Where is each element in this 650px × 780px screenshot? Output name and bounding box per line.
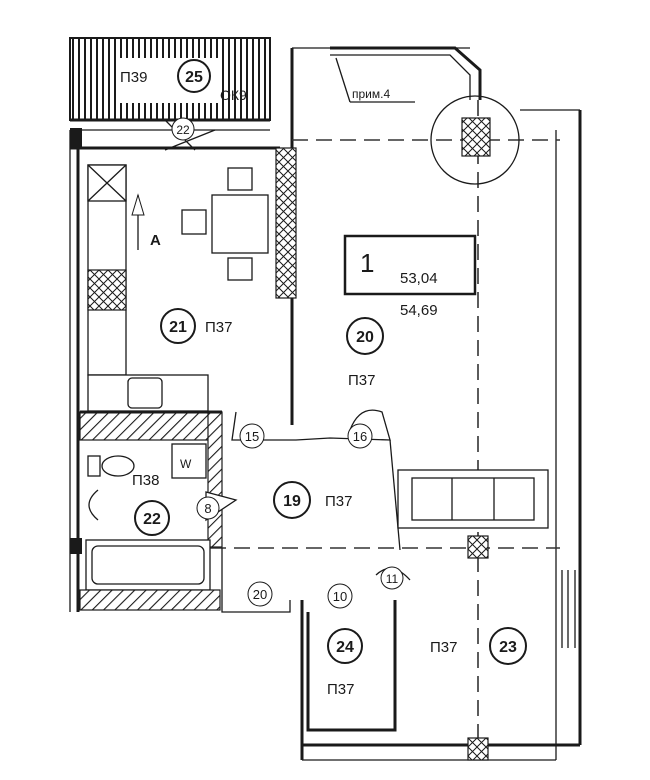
room-id-22: 22	[143, 511, 161, 528]
door-20: 20	[253, 587, 267, 602]
note-leader	[335, 57, 351, 103]
door-8: 8	[204, 501, 211, 516]
hallway-lower-wall	[389, 439, 401, 551]
section-arrow	[131, 193, 145, 250]
room-id-23: 23	[499, 639, 517, 656]
door-15: 15	[245, 429, 259, 444]
room-id-25: 25	[185, 69, 203, 86]
sofa	[397, 469, 549, 529]
room-id-19: 19	[283, 493, 301, 510]
hallway-doors	[231, 409, 391, 441]
dining-table	[181, 167, 269, 281]
room-id-21: 21	[169, 319, 187, 336]
balcony	[69, 37, 280, 151]
balcony-window: ОК9	[220, 87, 247, 103]
room-code-balcony: П39	[120, 69, 147, 86]
column-mid	[467, 535, 489, 559]
door-11: 11	[386, 572, 399, 586]
storage-walls	[306, 600, 397, 732]
note-label: прим.4	[352, 87, 390, 101]
room-code-20: П37	[348, 372, 375, 389]
room-id-24: 24	[336, 639, 354, 656]
section-marker: A	[150, 232, 161, 249]
window-right	[561, 570, 576, 648]
door-22: 22	[176, 123, 190, 137]
kitchen-counter	[87, 164, 209, 412]
room-code-19: П37	[325, 493, 352, 510]
balcony-door	[164, 129, 216, 151]
column-bottom	[467, 737, 489, 761]
shaft	[430, 95, 520, 185]
bathroom	[79, 410, 238, 611]
door-16: 16	[353, 429, 367, 444]
apartment-number: 1	[360, 248, 374, 278]
hallway-wall	[221, 548, 291, 613]
column-upper-left	[275, 147, 297, 299]
door-10: 10	[333, 589, 347, 604]
area-total: 54,69	[400, 302, 438, 319]
room-id-20: 20	[356, 329, 374, 346]
room-code-22: П38	[132, 472, 159, 489]
room-code-24: П37	[327, 681, 354, 698]
area-living: 53,04	[400, 270, 438, 287]
apartment-info-box: 1 53,04 54,69	[343, 234, 477, 319]
room-code-21: П37	[205, 319, 232, 336]
room-code-23: П37	[430, 639, 457, 656]
wc-label: W	[180, 457, 192, 471]
